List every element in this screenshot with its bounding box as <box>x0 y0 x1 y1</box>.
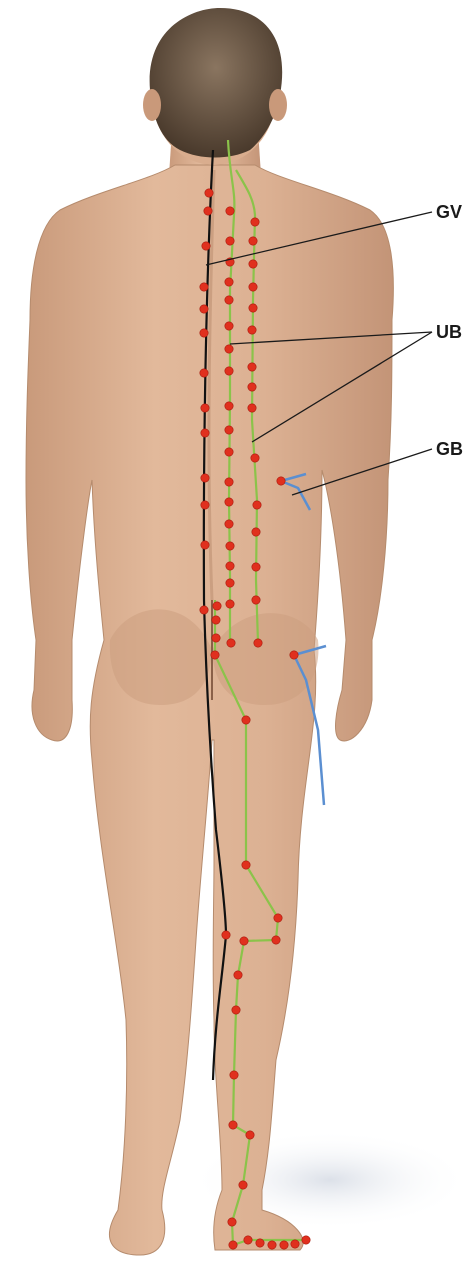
acupoint <box>248 404 256 412</box>
acupoint <box>272 936 280 944</box>
acupoint <box>249 260 257 268</box>
acupoint <box>249 304 257 312</box>
acupoint <box>229 1121 237 1129</box>
acupoint <box>212 616 220 624</box>
acupoint <box>246 1131 254 1139</box>
acupoint <box>230 1071 238 1079</box>
acupoint <box>225 367 233 375</box>
acupoint <box>213 602 221 610</box>
acupoint <box>227 639 235 647</box>
acupoint <box>200 305 208 313</box>
acupoint <box>225 296 233 304</box>
acupoint <box>226 579 234 587</box>
acupoint <box>201 474 209 482</box>
acupoint <box>200 369 208 377</box>
acupoint <box>225 478 233 486</box>
acupoint <box>268 1241 276 1249</box>
acupoint <box>229 1241 237 1249</box>
acupoint <box>253 501 261 509</box>
acupoint <box>226 237 234 245</box>
acupoint <box>204 207 212 215</box>
acupoint <box>277 477 285 485</box>
acupoint <box>239 1181 247 1189</box>
acupoint <box>226 562 234 570</box>
gb-label: GB <box>436 440 463 458</box>
acupoint <box>211 651 219 659</box>
acupoint <box>205 189 213 197</box>
acupoint <box>242 861 250 869</box>
acupoint <box>291 1240 299 1248</box>
acupoint <box>225 498 233 506</box>
acupoint <box>226 207 234 215</box>
body-silhouette <box>26 130 393 1255</box>
acupoint <box>225 322 233 330</box>
acupoint <box>244 1236 252 1244</box>
acupoint <box>256 1239 264 1247</box>
acupoint <box>240 937 248 945</box>
acupoint <box>222 931 230 939</box>
acupoint <box>248 383 256 391</box>
acupoint <box>248 363 256 371</box>
acupoint <box>274 914 282 922</box>
acupoint <box>254 639 262 647</box>
acupoint <box>201 429 209 437</box>
acupoint <box>201 501 209 509</box>
acupoint <box>228 1218 236 1226</box>
acupoint <box>249 283 257 291</box>
acupoint <box>201 541 209 549</box>
acupoint <box>234 971 242 979</box>
acupoint <box>252 563 260 571</box>
acupoint <box>225 448 233 456</box>
acupoint <box>252 596 260 604</box>
acupoint <box>200 329 208 337</box>
acupoint <box>248 326 256 334</box>
acupoint <box>225 402 233 410</box>
acupoint <box>225 520 233 528</box>
acupoint <box>201 404 209 412</box>
acupoint <box>251 218 259 226</box>
acupoint <box>249 237 257 245</box>
acupoint <box>226 600 234 608</box>
head <box>143 8 287 165</box>
acupoint <box>212 634 220 642</box>
acupoint <box>280 1241 288 1249</box>
acupoint <box>200 283 208 291</box>
acupoint <box>225 426 233 434</box>
acupoint <box>251 454 259 462</box>
acupoint <box>290 651 298 659</box>
acupoint <box>232 1006 240 1014</box>
acupoint <box>225 345 233 353</box>
acupoint <box>225 278 233 286</box>
acupoint <box>302 1236 310 1244</box>
acupoint <box>202 242 210 250</box>
gv-label: GV <box>436 203 462 221</box>
acupoint <box>200 606 208 614</box>
acupoint <box>242 716 250 724</box>
acupoint <box>226 542 234 550</box>
ub-label: UB <box>436 323 462 341</box>
acupoint <box>252 528 260 536</box>
